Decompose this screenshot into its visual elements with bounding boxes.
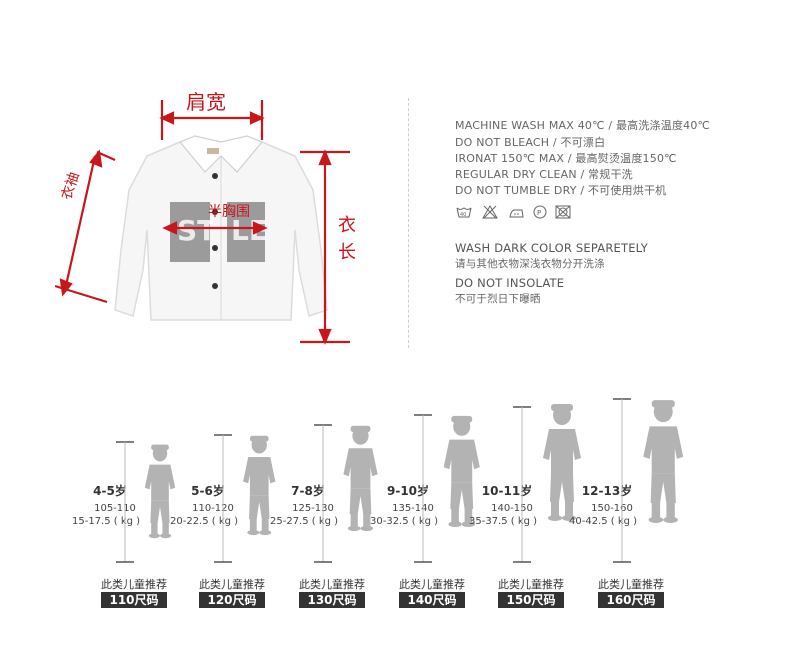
- dry-clean-icon: P: [533, 205, 547, 219]
- sleeve-arrow: [55, 149, 116, 304]
- size-weight-range: 30-32.5 ( kg ): [370, 516, 439, 527]
- chest-arrow: [162, 221, 268, 235]
- child-silhouette-icon: [243, 435, 276, 536]
- care-line-tumble: DO NOT TUMBLE DRY / 不可使用烘干机: [455, 184, 667, 197]
- no-tumble-dry-icon: [555, 205, 571, 219]
- height-guide: [414, 414, 432, 563]
- height-guide: [613, 398, 631, 563]
- size-tag: 140尺码: [399, 592, 465, 608]
- insolate-en: DO NOT INSOLATE: [455, 276, 565, 290]
- recommend-label: 此类儿童推荐: [399, 578, 465, 591]
- recommend-label: 此类儿童推荐: [598, 578, 664, 591]
- size-age-label: 4-5岁: [93, 484, 127, 498]
- care-line-wash: MACHINE WASH MAX 40℃ / 最高洗涤温度40℃: [455, 119, 711, 132]
- care-line-bleach: DO NOT BLEACH / 不可漂白: [455, 136, 606, 149]
- size-tag: 130尺码: [299, 592, 365, 608]
- iron-icon: [509, 209, 524, 218]
- size-age-label: 10-11岁: [481, 484, 533, 498]
- no-bleach-icon: [482, 205, 498, 219]
- size-age-label: 12-13岁: [581, 484, 633, 498]
- size-height-range: 135-140: [392, 503, 434, 514]
- care-line-iron: IRONAT 150℃ MAX / 最高熨烫温度150℃: [455, 152, 677, 165]
- child-silhouette-icon: [144, 444, 176, 539]
- size-tag: 120尺码: [199, 592, 265, 608]
- size-height-range: 110-120: [192, 503, 234, 514]
- size-age-label: 9-10岁: [386, 484, 430, 498]
- shoulder-width-label: 肩宽: [186, 90, 226, 114]
- care-line-dry-clean: REGULAR DRY CLEAN / 常规干洗: [455, 168, 633, 181]
- size-weight-range: 35-37.5 ( kg ): [469, 516, 538, 527]
- size-height-range: 150-160: [591, 503, 633, 514]
- svg-text:40: 40: [460, 212, 466, 218]
- length-label-top: 衣: [338, 215, 356, 236]
- height-guide: [214, 434, 232, 563]
- recommend-label: 此类儿童推荐: [199, 578, 265, 591]
- height-guide: [314, 424, 332, 563]
- size-weight-range: 20-22.5 ( kg ): [170, 516, 239, 527]
- child-silhouette-icon: [543, 404, 581, 521]
- wash-40-icon: 40: [456, 207, 472, 218]
- wash-dark-en: WASH DARK COLOR SEPARETELY: [455, 241, 648, 255]
- section-divider: [408, 98, 409, 348]
- size-weight-range: 40-42.5 ( kg ): [569, 516, 638, 527]
- recommend-label: 此类儿童推荐: [101, 578, 167, 591]
- chest-label: 半胸围: [208, 204, 250, 220]
- size-weight-range: 15-17.5 ( kg ): [72, 516, 141, 527]
- length-label-bottom: 长: [338, 242, 356, 263]
- size-tag: 160尺码: [598, 592, 664, 608]
- shirt-illustration: ST LE: [55, 100, 350, 345]
- size-tag: 150尺码: [498, 592, 564, 608]
- length-arrow: [300, 149, 350, 345]
- svg-text:ST: ST: [177, 214, 216, 247]
- size-age-label: 5-6岁: [191, 484, 225, 498]
- size-height-range: 125-130: [292, 503, 334, 514]
- recommend-label: 此类儿童推荐: [299, 578, 365, 591]
- size-height-range: 140-150: [491, 503, 533, 514]
- height-guide: [513, 406, 531, 563]
- height-guide: [116, 441, 134, 563]
- recommend-label: 此类儿童推荐: [498, 578, 564, 591]
- insolate-cn: 不可于烈日下曝晒: [455, 293, 541, 305]
- size-height-range: 105-110: [94, 503, 136, 514]
- size-weight-range: 25-27.5 ( kg ): [270, 516, 339, 527]
- size-tag: 110尺码: [101, 592, 167, 608]
- child-silhouette-icon: [443, 415, 480, 528]
- child-silhouette-icon: [643, 400, 684, 523]
- svg-text:P: P: [537, 209, 541, 217]
- child-silhouette-icon: [343, 425, 378, 532]
- wash-dark-cn: 请与其他衣物深浅衣物分开洗涤: [455, 258, 605, 270]
- size-age-label: 7-8岁: [291, 484, 325, 498]
- shoulder-width-arrow: [159, 100, 265, 140]
